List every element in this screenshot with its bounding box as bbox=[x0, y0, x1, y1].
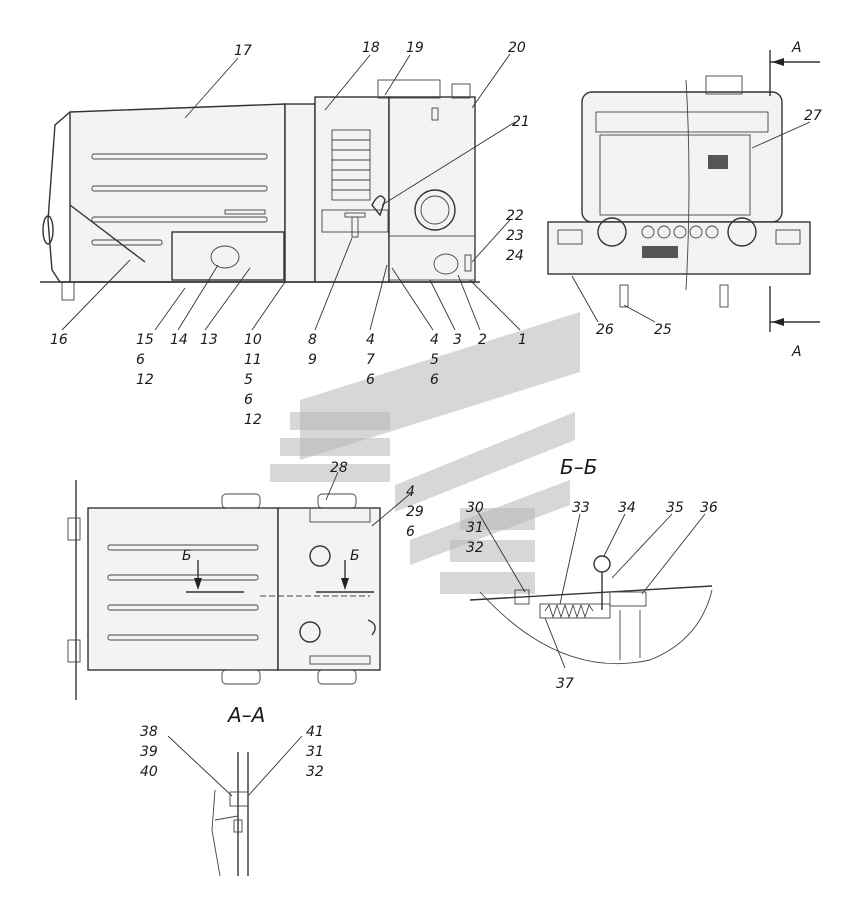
label-4a: 4 bbox=[366, 332, 375, 348]
label-32a: 32 bbox=[466, 540, 484, 556]
label-1: 1 bbox=[518, 332, 527, 348]
label-27: 27 bbox=[804, 108, 822, 124]
label-17: 17 bbox=[234, 43, 252, 59]
label-6b: 6 bbox=[244, 392, 253, 408]
label-37: 37 bbox=[556, 676, 574, 692]
label-24: 24 bbox=[506, 248, 524, 264]
label-33: 33 bbox=[572, 500, 590, 516]
section-arrow-a-top: А bbox=[791, 40, 802, 56]
label-20: 20 bbox=[508, 40, 526, 56]
label-2: 2 bbox=[478, 332, 487, 348]
label-31a: 31 bbox=[466, 520, 484, 536]
section-titles: А А А–А Б–Б Б Б bbox=[182, 40, 802, 727]
label-19: 19 bbox=[406, 40, 424, 56]
label-5a: 5 bbox=[244, 372, 253, 388]
label-21: 21 bbox=[512, 114, 530, 130]
label-31b: 31 bbox=[306, 744, 324, 760]
label-7: 7 bbox=[366, 352, 375, 368]
label-26: 26 bbox=[596, 322, 614, 338]
spring-33 bbox=[544, 603, 594, 619]
label-6d: 6 bbox=[430, 372, 439, 388]
label-38: 38 bbox=[140, 724, 158, 740]
label-12b: 12 bbox=[244, 412, 262, 428]
view-aa-title: А–А bbox=[226, 703, 265, 727]
cut-b-left: Б bbox=[182, 548, 192, 564]
label-39: 39 bbox=[140, 744, 158, 760]
section-bb-title: Б–Б bbox=[560, 455, 597, 479]
grille-18 bbox=[331, 129, 371, 201]
label-40: 40 bbox=[140, 764, 158, 780]
label-9: 9 bbox=[308, 352, 317, 368]
side-view bbox=[40, 79, 480, 301]
label-8: 8 bbox=[308, 332, 317, 348]
label-28: 28 bbox=[330, 460, 348, 476]
label-14: 14 bbox=[170, 332, 188, 348]
label-15: 15 bbox=[136, 332, 154, 348]
cut-b-right: Б bbox=[350, 548, 360, 564]
label-13: 13 bbox=[200, 332, 218, 348]
label-6a: 6 bbox=[136, 352, 145, 368]
section-b-b bbox=[469, 555, 713, 665]
label-6c: 6 bbox=[366, 372, 375, 388]
label-18: 18 bbox=[362, 40, 380, 56]
label-29: 29 bbox=[406, 504, 424, 520]
label-22: 22 bbox=[506, 208, 524, 224]
label-35: 35 bbox=[666, 500, 684, 516]
label-32b: 32 bbox=[306, 764, 324, 780]
label-11: 11 bbox=[244, 352, 262, 368]
view-aa-louvers bbox=[107, 544, 259, 641]
front-view bbox=[547, 50, 820, 332]
hood-louvers bbox=[91, 153, 268, 246]
label-5b: 5 bbox=[430, 352, 439, 368]
detail-view bbox=[211, 752, 249, 877]
front-gauges bbox=[641, 225, 719, 239]
section-arrow-a-bottom: А bbox=[791, 344, 802, 360]
label-23: 23 bbox=[506, 228, 524, 244]
part-labels: 17 18 19 20 21 22 23 24 27 16 15 6 12 14… bbox=[50, 40, 822, 780]
label-25: 25 bbox=[654, 322, 672, 338]
label-3: 3 bbox=[453, 332, 462, 348]
watermark-logo bbox=[270, 312, 580, 594]
label-12a: 12 bbox=[136, 372, 154, 388]
label-34: 34 bbox=[618, 500, 636, 516]
label-36: 36 bbox=[700, 500, 718, 516]
label-16: 16 bbox=[50, 332, 68, 348]
label-30: 30 bbox=[466, 500, 484, 516]
label-4b: 4 bbox=[430, 332, 439, 348]
label-4c: 4 bbox=[406, 484, 415, 500]
label-41: 41 bbox=[306, 724, 324, 740]
view-a-a bbox=[67, 480, 381, 700]
label-10: 10 bbox=[244, 332, 262, 348]
label-6e: 6 bbox=[406, 524, 415, 540]
leader-lines bbox=[61, 53, 811, 797]
